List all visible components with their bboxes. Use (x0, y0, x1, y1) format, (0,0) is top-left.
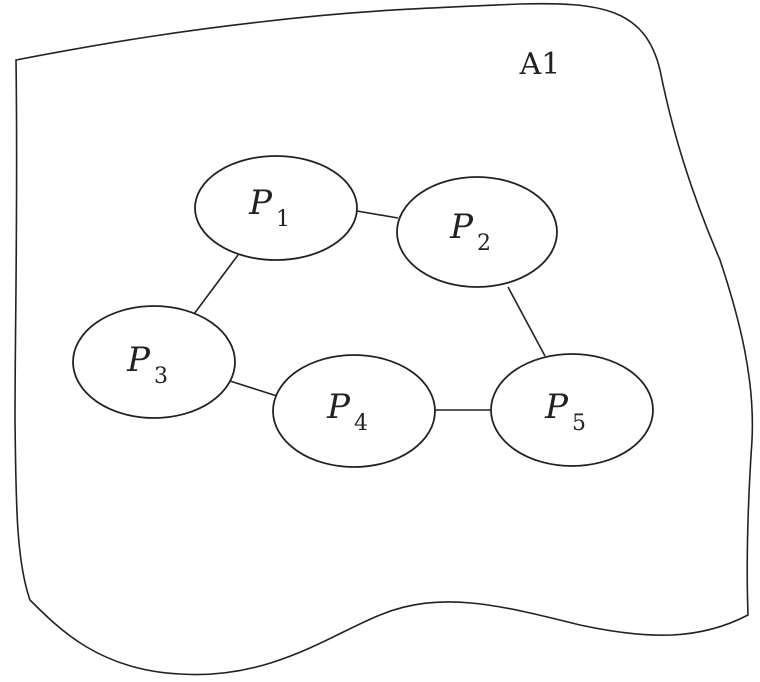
edge-p1-p2 (356, 210, 399, 219)
edge-p1-p3 (193, 254, 239, 315)
svg-text:P: P (544, 387, 569, 427)
svg-text:P: P (248, 183, 273, 223)
svg-text:1: 1 (276, 207, 290, 232)
region-boundary (14, 2, 754, 676)
svg-text:P: P (326, 387, 351, 427)
svg-text:5: 5 (572, 411, 586, 436)
svg-text:3: 3 (154, 364, 168, 389)
node-p1: P 1 (194, 155, 358, 261)
svg-text:P: P (126, 340, 151, 380)
svg-text:2: 2 (477, 231, 491, 256)
svg-text:P: P (449, 207, 474, 247)
svg-text:4: 4 (354, 411, 368, 436)
node-p4: P 4 (272, 354, 436, 468)
node-p2: P 2 (396, 176, 558, 288)
node-p5: P 5 (490, 353, 654, 467)
region-label: A1 (519, 47, 561, 82)
node-p3: P 3 (72, 305, 236, 419)
edge-p2-p5 (507, 286, 546, 357)
edge-p3-p4 (229, 380, 278, 397)
